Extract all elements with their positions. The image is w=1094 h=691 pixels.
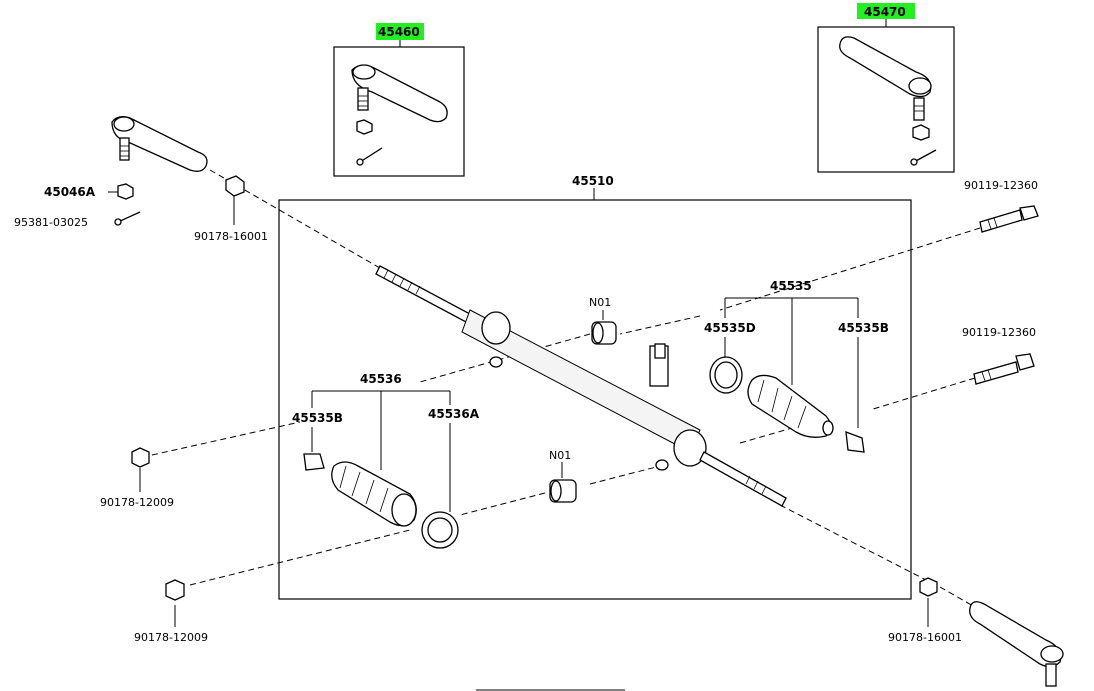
bolt-90119-top [979,205,1039,233]
label-45536A: 45536A [428,407,480,421]
part-labels: 45460 45470 45510 45046A 95381-03025 901… [14,5,1038,644]
tie-rod-end-45470 [839,36,937,166]
nut-45046A [117,183,134,200]
label-90119-12360-middle: 90119-12360 [962,326,1036,339]
nut-90178-16001-left [225,175,245,197]
assembly-dashed-lines [151,169,1051,651]
frame-45510 [278,199,912,600]
frame-45460 [333,46,465,177]
label-45535: 45535 [770,279,812,293]
label-N01-top: N01 [589,296,611,309]
clamp-45535B-right [845,431,865,453]
tie-rod-end-45460 [351,64,448,166]
bushing-N01-top [591,321,617,345]
label-90178-12009-lower: 90178-12009 [134,631,208,644]
label-95381-03025: 95381-03025 [14,216,88,229]
nut-90178-12009-lower [165,579,185,601]
label-45460: 45460 [378,25,420,39]
nut-90178-16001-right [919,577,938,597]
label-90178-12009-upper: 90178-12009 [100,496,174,509]
clamp-45535B-left [303,453,325,471]
bushing-N01-bottom [549,479,577,503]
clamp-45536A [421,511,459,549]
boot-45535-right [747,374,834,438]
steering-rack-assembly [375,265,787,507]
label-45535D: 45535D [704,321,756,335]
nut-90178-12009-upper [131,447,150,468]
label-45536: 45536 [360,372,402,386]
label-90119-12360-top: 90119-12360 [964,179,1038,192]
tie-rod-end-left [111,116,208,172]
clamp-45535D [709,356,743,394]
bolt-90119-middle [973,353,1035,385]
cotter-pin-left [114,211,141,226]
label-45535B-right: 45535B [838,321,889,335]
label-90178-16001-right: 90178-16001 [888,631,962,644]
label-N01-bottom: N01 [549,449,571,462]
highlight-45460 [376,23,424,40]
label-90178-16001-left: 90178-16001 [194,230,268,243]
label-45510: 45510 [572,174,614,188]
label-45470: 45470 [864,5,906,19]
label-45535B-left: 45535B [292,411,343,425]
frame-45470 [817,26,955,173]
leader-lines [108,19,929,627]
label-45046A: 45046A [44,185,96,199]
boot-45536-left [331,461,417,527]
highlight-45470 [857,3,915,19]
tie-rod-end-right [969,601,1064,687]
